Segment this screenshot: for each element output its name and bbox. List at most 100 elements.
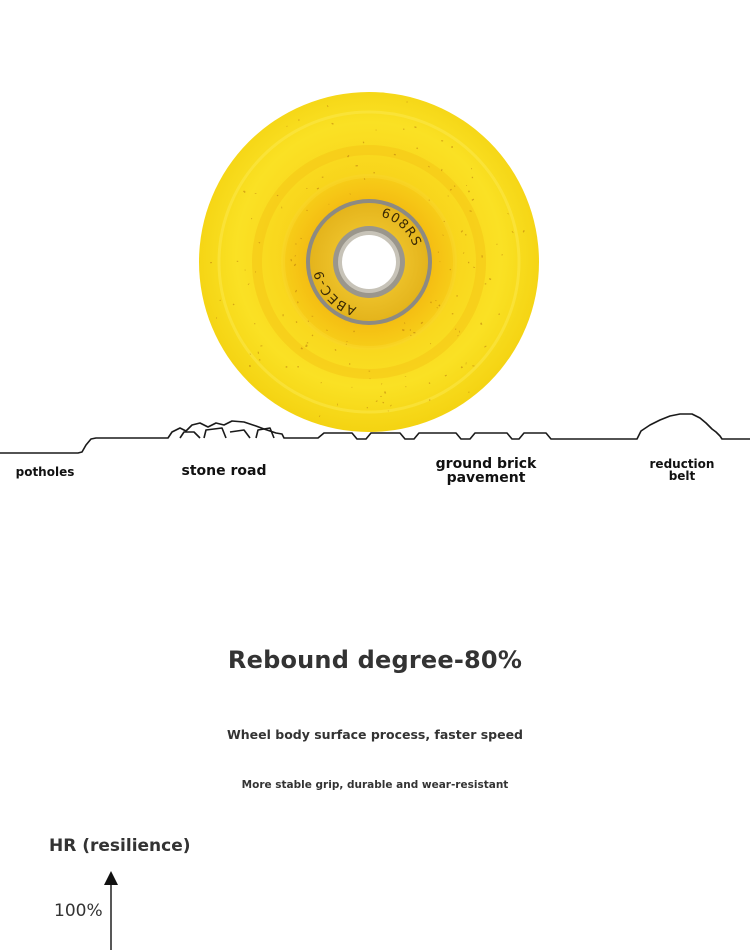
glitter-speck — [460, 366, 463, 369]
glitter-speck — [428, 199, 430, 201]
glitter-speck — [443, 220, 445, 223]
terrain-outline — [0, 413, 750, 454]
glitter-speck — [429, 343, 432, 345]
glitter-speck — [276, 194, 279, 197]
glitter-speck — [468, 391, 470, 394]
glitter-speck — [311, 315, 314, 317]
glitter-speck — [462, 252, 465, 254]
glitter-speck — [471, 198, 475, 201]
glitter-speck — [471, 176, 474, 179]
glitter-speck — [436, 306, 438, 309]
glitter-speck — [484, 283, 487, 285]
glitter-speck — [501, 254, 503, 256]
glitter-speck — [219, 299, 221, 301]
subtitle-grip: More stable grip, durable and wear-resis… — [241, 779, 509, 791]
road-profile — [0, 413, 750, 454]
glitter-speck — [295, 321, 298, 323]
glitter-speck — [282, 314, 284, 317]
glitter-speck — [258, 359, 261, 361]
glitter-speck — [325, 329, 328, 331]
glitter-speck — [255, 271, 257, 273]
glitter-speck — [438, 304, 441, 307]
glitter-speck — [420, 321, 424, 325]
glitter-speck — [243, 190, 246, 194]
glitter-speck — [257, 351, 260, 354]
glitter-speck — [465, 362, 467, 365]
glitter-speck — [362, 141, 365, 144]
glitter-speck — [380, 383, 383, 385]
label-ground-brick-pavement: ground brick pavement — [435, 456, 537, 486]
glitter-speck — [373, 171, 375, 174]
glitter-speck — [467, 261, 470, 264]
glitter-speck — [232, 303, 235, 306]
glitter-speck — [349, 363, 351, 365]
glitter-speck — [466, 185, 468, 187]
glitter-speck — [511, 230, 514, 234]
glitter-speck — [447, 195, 449, 197]
glitter-speck — [453, 185, 456, 187]
glitter-speck — [351, 386, 353, 388]
glitter-speck — [456, 295, 458, 297]
glitter-speck — [363, 178, 366, 180]
glitter-speck — [250, 217, 253, 220]
glitter-speck — [383, 391, 387, 394]
glitter-speck — [441, 140, 444, 142]
glitter-speck — [297, 301, 299, 304]
glitter-speck — [430, 301, 432, 304]
glitter-speck — [305, 344, 308, 348]
glitter-speck — [454, 328, 457, 330]
glitter-speck — [409, 329, 411, 331]
glitter-speck — [382, 401, 385, 404]
glitter-speck — [247, 283, 250, 286]
glitter-speck — [428, 399, 431, 401]
glitter-speck — [318, 415, 321, 418]
chart-y-axis — [104, 871, 118, 950]
glitter-speck — [380, 395, 382, 398]
glitter-speck — [406, 101, 408, 103]
glitter-speck — [331, 122, 334, 125]
glitter-speck — [441, 168, 443, 172]
glitter-speck — [473, 266, 476, 269]
glitter-speck — [472, 365, 475, 367]
wheel-terrain-illustration: 608RS ABEC-9 — [0, 92, 750, 454]
headline-rebound-degree: Rebound degree-80% — [227, 646, 523, 674]
glitter-speck — [471, 168, 473, 170]
glitter-speck — [368, 370, 371, 372]
glitter-speck — [449, 268, 452, 271]
glitter-speck — [297, 365, 299, 368]
glitter-speck — [311, 334, 314, 337]
glitter-speck — [298, 119, 300, 121]
glitter-speck — [334, 348, 337, 351]
glitter-speck — [285, 366, 288, 368]
glitter-speck — [294, 289, 298, 293]
glitter-speck — [404, 376, 407, 377]
glitter-speck — [481, 255, 483, 258]
glitter-speck — [457, 334, 459, 337]
glitter-speck — [355, 165, 358, 167]
glitter-speck — [522, 230, 525, 233]
glitter-speck — [496, 243, 498, 245]
glitter-speck — [437, 251, 439, 253]
glitter-speck — [416, 147, 419, 150]
glitter-speck — [236, 260, 239, 262]
glitter-speck — [393, 153, 396, 156]
glitter-speck — [244, 269, 246, 271]
glitter-speck — [413, 332, 416, 334]
glitter-speck — [404, 322, 406, 325]
glitter-speck — [306, 342, 309, 344]
bearing: 608RS ABEC-9 — [303, 199, 432, 325]
glitter-speck — [375, 129, 377, 131]
glitter-speck — [260, 345, 263, 347]
glitter-speck — [458, 330, 461, 333]
glitter-speck — [258, 241, 261, 244]
glitter-speck — [345, 343, 347, 345]
label-potholes: potholes — [15, 465, 75, 479]
glitter-speck — [451, 146, 453, 148]
glitter-speck — [248, 364, 251, 368]
glitter-speck — [349, 193, 351, 195]
glitter-speck — [347, 154, 350, 158]
glitter-speck — [449, 188, 452, 191]
glitter-speck — [294, 255, 296, 257]
chart-tick-100: 100% — [54, 901, 103, 921]
